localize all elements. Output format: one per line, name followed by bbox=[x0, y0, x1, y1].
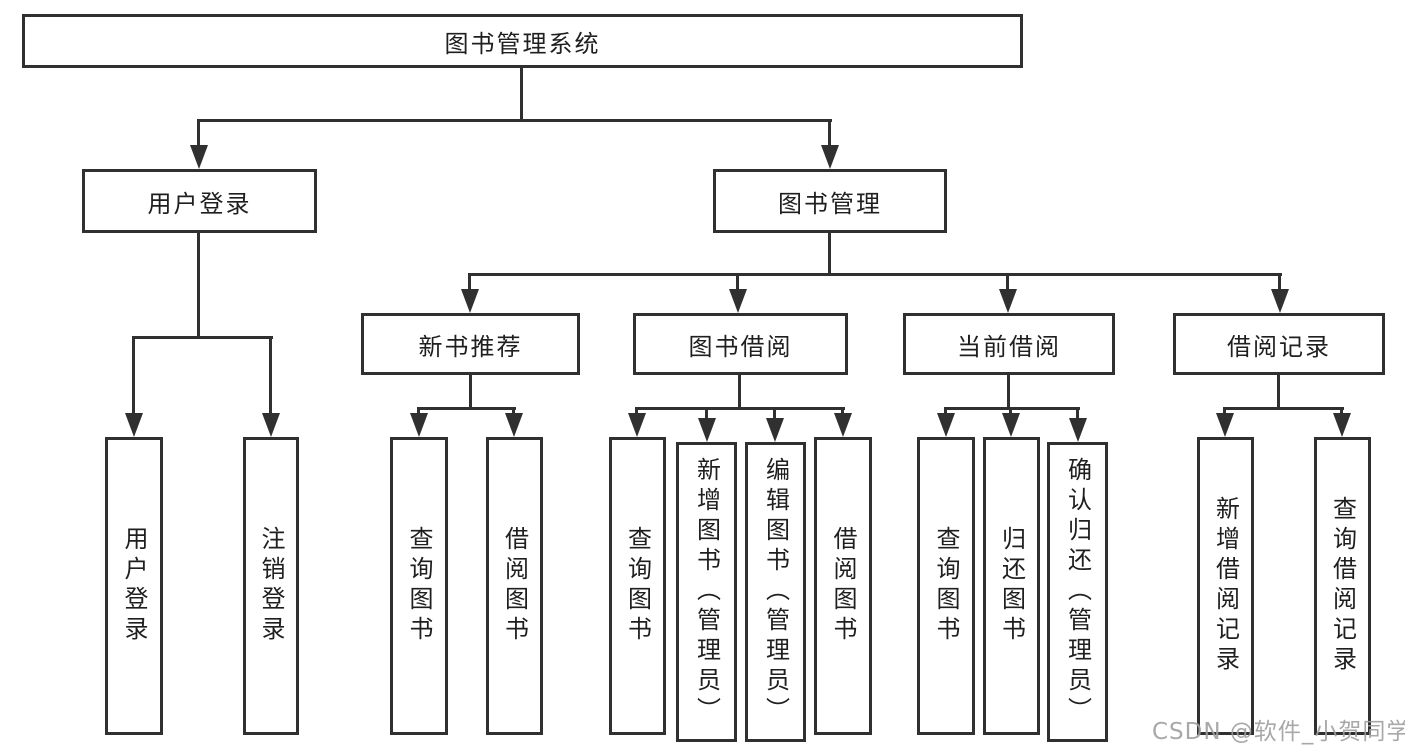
leaf-cb-confirm-return-admin: 确认归还（管理员） bbox=[1047, 442, 1108, 742]
connector-to-current-borrow bbox=[1006, 273, 1009, 291]
arrowhead-cb-return bbox=[1002, 413, 1020, 437]
connector-root-to-book-mgmt bbox=[828, 119, 831, 149]
connector-borrow-records-bar bbox=[1223, 407, 1344, 410]
node-book-management-label: 图书管理 bbox=[778, 189, 882, 218]
connector-book-borrow-bar bbox=[635, 407, 845, 410]
connector-bb-edit bbox=[773, 407, 776, 421]
node-user-login-label: 用户登录 bbox=[147, 189, 252, 218]
leaf-br-query-record-label: 查询借阅记录 bbox=[1328, 496, 1357, 676]
leaf-br-add-record: 新增借阅记录 bbox=[1197, 437, 1254, 735]
connector-to-book-borrow bbox=[736, 273, 739, 291]
node-book-management: 图书管理 bbox=[713, 169, 947, 233]
arrowhead-book-borrow bbox=[729, 289, 747, 313]
leaf-cb-return-books-label: 归还图书 bbox=[997, 526, 1026, 646]
leaf-bb-edit-books-admin: 编辑图书（管理员） bbox=[745, 442, 806, 742]
arrowhead-cb-query bbox=[937, 413, 955, 437]
connector-book-mgmt-stem bbox=[828, 233, 831, 276]
node-new-book-recommend-label: 新书推荐 bbox=[418, 332, 523, 361]
arrowhead-bb-add bbox=[698, 418, 716, 442]
leaf-cb-return-books: 归还图书 bbox=[983, 437, 1040, 735]
connector-bb-borrow bbox=[841, 407, 844, 417]
arrowhead-bb-edit bbox=[766, 418, 784, 442]
leaf-bb-query-books-label: 查询图书 bbox=[623, 526, 652, 646]
leaf-logout-label: 注销登录 bbox=[257, 526, 285, 646]
arrowhead-nb-query bbox=[410, 413, 428, 437]
leaf-logout: 注销登录 bbox=[243, 437, 299, 735]
leaf-cb-query-books-label: 查询图书 bbox=[932, 526, 960, 646]
leaf-bb-borrow-books-label: 借阅图书 bbox=[829, 526, 857, 646]
leaf-br-query-record: 查询借阅记录 bbox=[1314, 437, 1371, 735]
connector-br-add bbox=[1223, 407, 1226, 417]
node-book-borrowing: 图书借阅 bbox=[633, 313, 848, 375]
connector-root-stem bbox=[520, 68, 523, 122]
connector-root-bar bbox=[198, 119, 832, 122]
connector-current-borrow-bar bbox=[944, 407, 1080, 410]
node-new-book-recommend: 新书推荐 bbox=[361, 313, 580, 375]
connector-current-borrow-stem bbox=[1007, 375, 1010, 410]
node-borrowing-records-label: 借阅记录 bbox=[1227, 332, 1331, 361]
node-book-borrowing-label: 图书借阅 bbox=[688, 332, 793, 361]
connector-user-login-bar bbox=[133, 336, 273, 339]
node-library-system: 图书管理系统 bbox=[22, 14, 1023, 68]
connector-to-new-book bbox=[468, 273, 471, 291]
node-library-system-label: 图书管理系统 bbox=[444, 29, 601, 58]
leaf-nb-borrow-books: 借阅图书 bbox=[486, 437, 543, 735]
leaf-bb-add-books-admin-label: 新增图书（管理员） bbox=[692, 457, 721, 727]
arrowhead-user-login bbox=[190, 145, 208, 169]
connector-to-leaf-user-login bbox=[132, 336, 135, 416]
leaf-bb-query-books: 查询图书 bbox=[609, 437, 666, 735]
leaf-bb-borrow-books: 借阅图书 bbox=[814, 437, 872, 735]
node-current-borrowing-label: 当前借阅 bbox=[957, 332, 1061, 361]
connector-root-to-user-login bbox=[197, 119, 200, 149]
connector-nb-borrow bbox=[512, 407, 515, 417]
arrowhead-book-mgmt bbox=[821, 145, 839, 169]
arrowhead-bb-query bbox=[628, 413, 646, 437]
connector-br-query bbox=[1340, 407, 1343, 417]
leaf-user-login: 用户登录 bbox=[105, 437, 163, 735]
connector-cb-return bbox=[1009, 407, 1012, 417]
connector-new-book-bar bbox=[417, 407, 516, 410]
connector-new-book-stem bbox=[469, 375, 472, 410]
arrowhead-leaf-user-login bbox=[125, 413, 143, 437]
leaf-user-login-label: 用户登录 bbox=[120, 526, 148, 646]
leaf-br-add-record-label: 新增借阅记录 bbox=[1211, 496, 1240, 676]
connector-nb-query bbox=[417, 407, 420, 417]
connector-book-mgmt-bar bbox=[469, 273, 1282, 276]
node-user-login: 用户登录 bbox=[82, 169, 317, 233]
leaf-bb-add-books-admin: 新增图书（管理员） bbox=[676, 442, 737, 742]
arrowhead-current-borrow bbox=[999, 289, 1017, 313]
connector-cb-query bbox=[944, 407, 947, 417]
csdn-watermark: CSDN @软件_小贺同学 bbox=[1152, 719, 1405, 745]
arrowhead-bb-borrow bbox=[834, 413, 852, 437]
leaf-cb-query-books: 查询图书 bbox=[917, 437, 975, 735]
connector-bb-query bbox=[635, 407, 638, 417]
arrowhead-br-add bbox=[1216, 413, 1234, 437]
leaf-nb-query-books-label: 查询图书 bbox=[405, 526, 433, 646]
arrowhead-cb-confirm bbox=[1069, 418, 1087, 442]
leaf-nb-query-books: 查询图书 bbox=[390, 437, 448, 735]
connector-cb-confirm bbox=[1076, 407, 1079, 421]
connector-book-borrow-stem bbox=[738, 375, 741, 410]
connector-bb-add bbox=[705, 407, 708, 421]
leaf-cb-confirm-return-admin-label: 确认归还（管理员） bbox=[1063, 457, 1092, 727]
connector-user-login-stem bbox=[197, 233, 200, 339]
arrowhead-nb-borrow bbox=[505, 413, 523, 437]
leaf-bb-edit-books-admin-label: 编辑图书（管理员） bbox=[761, 457, 790, 727]
connector-to-borrow-records bbox=[1278, 273, 1281, 291]
connector-borrow-records-stem bbox=[1277, 375, 1280, 410]
node-current-borrowing: 当前借阅 bbox=[903, 313, 1115, 375]
leaf-nb-borrow-books-label: 借阅图书 bbox=[500, 526, 529, 646]
arrowhead-new-book bbox=[461, 289, 479, 313]
arrowhead-borrow-records bbox=[1271, 289, 1289, 313]
connector-to-leaf-logout bbox=[269, 336, 272, 416]
arrowhead-br-query bbox=[1333, 413, 1351, 437]
arrowhead-leaf-logout bbox=[262, 413, 280, 437]
node-borrowing-records: 借阅记录 bbox=[1173, 313, 1385, 375]
